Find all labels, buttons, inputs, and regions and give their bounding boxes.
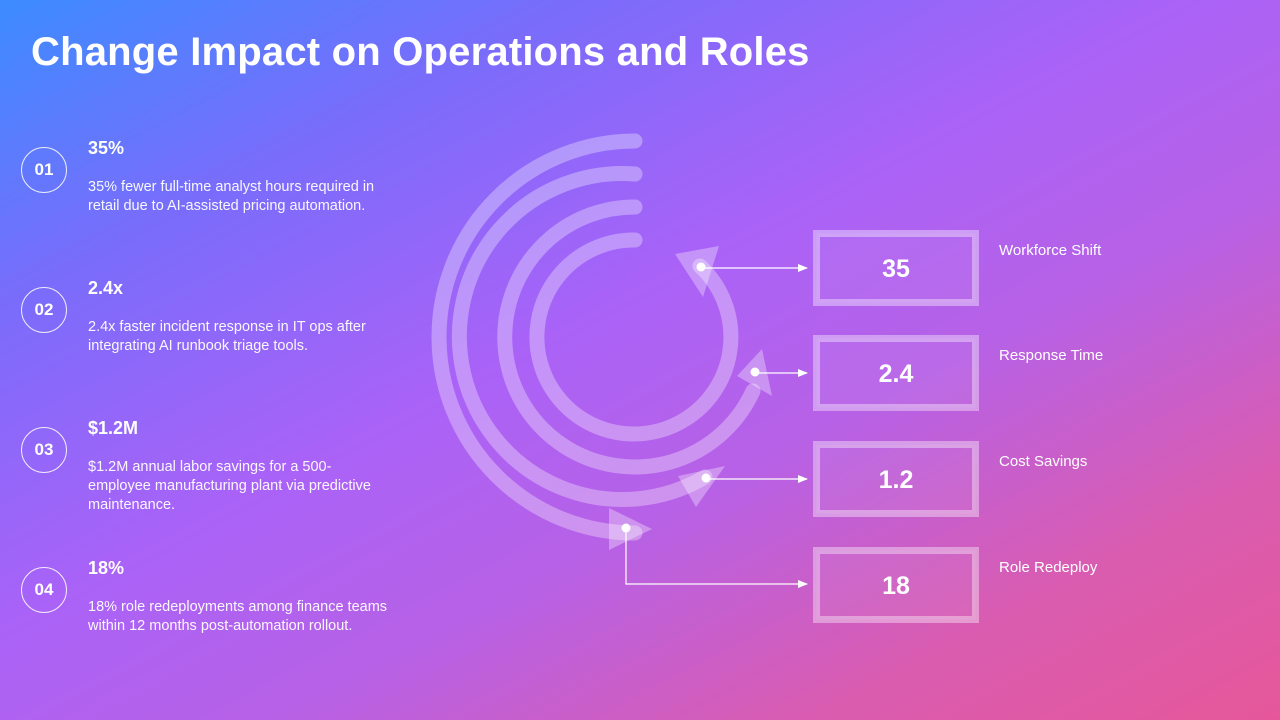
metric-box-role-redeploy: 18 (813, 547, 979, 623)
arc-arrowhead-outer (609, 508, 652, 550)
metric-value: 1.2 (879, 466, 914, 494)
item-number-badge: 02 (21, 287, 67, 333)
arc-ring-inner (529, 232, 739, 442)
metric-label: Response Time (999, 347, 1103, 364)
metric-label: Workforce Shift (999, 242, 1102, 259)
item-description: $1.2M annual labor savings for a 500-emp… (88, 459, 371, 513)
metric-label: Role Redeploy (999, 559, 1098, 576)
item-description: 35% fewer full-time analyst hours requir… (88, 179, 375, 214)
arc-ring-third (451, 166, 713, 507)
arc-ring-second (497, 199, 761, 475)
metric-value: 18 (882, 572, 910, 600)
item-value: $1.2M (88, 418, 139, 438)
item-description: 18% role redeployments among finance tea… (88, 599, 388, 634)
metric-value: 35 (882, 255, 910, 283)
page-title: Change Impact on Operations and Roles (31, 30, 810, 74)
item-number-badge: 01 (21, 147, 67, 193)
arc-ring-outer (431, 133, 643, 541)
item-value: 18% (88, 558, 125, 578)
metric-label: Cost Savings (999, 453, 1087, 470)
item-description: 2.4x faster incident response in IT ops … (88, 319, 366, 354)
item-number-badge: 04 (21, 567, 67, 613)
connector-arrow (625, 528, 808, 588)
connector-dot (701, 473, 711, 483)
connector-dot (696, 262, 706, 272)
connector-dot (750, 367, 760, 377)
item-value: 2.4x (88, 278, 124, 298)
arc-arrowhead-third (678, 466, 725, 507)
arc-arrowhead-inner (675, 246, 719, 297)
item-number-badge: 03 (21, 427, 67, 473)
metric-box-cost-savings: 1.2 (813, 441, 979, 517)
metric-box-response-time: 2.4 (813, 335, 979, 411)
item-value: 35% (88, 138, 125, 158)
metric-value: 2.4 (879, 360, 914, 388)
metric-box-workforce-shift: 35 (813, 230, 979, 306)
